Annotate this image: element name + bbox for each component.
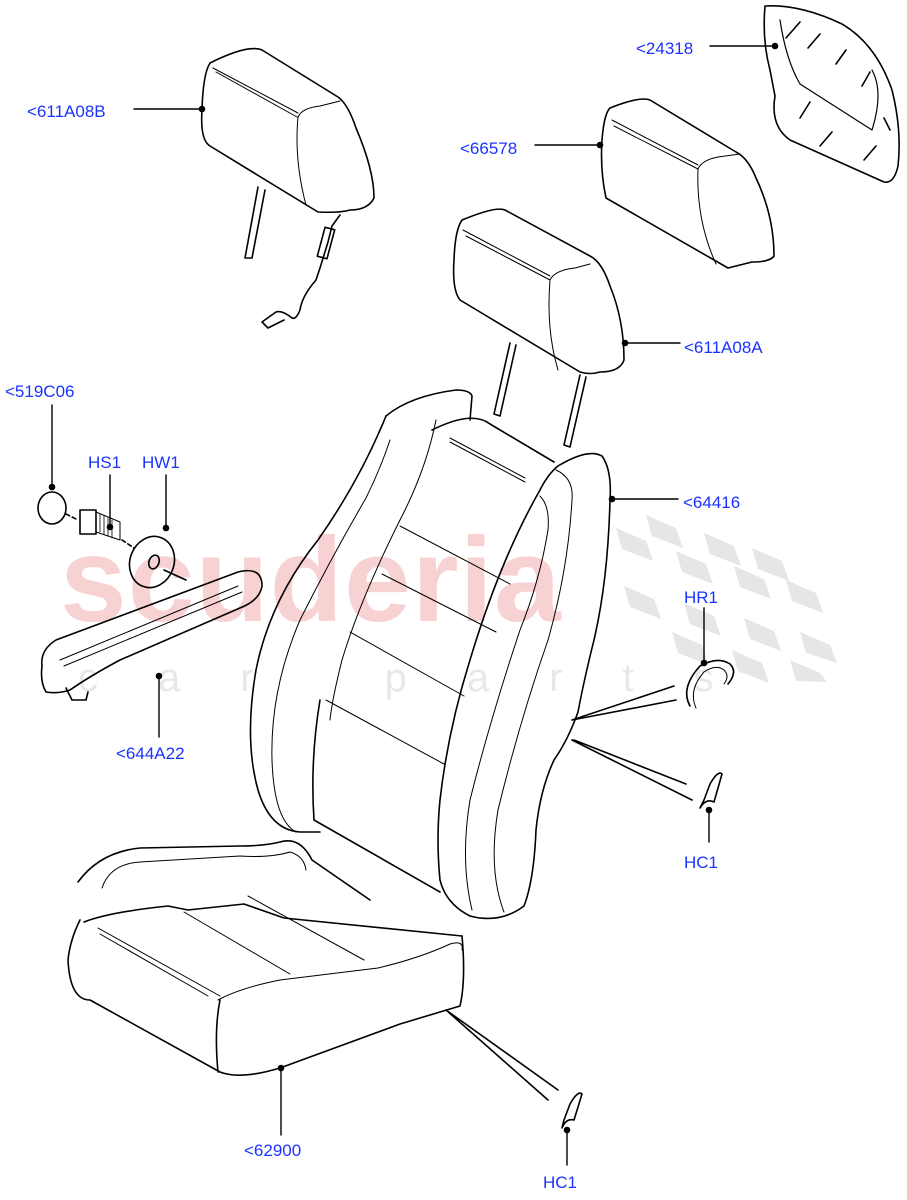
- fastener-set: [37, 491, 187, 589]
- trim-panel-24318: [763, 5, 900, 183]
- callout-64416[interactable]: <64416: [683, 493, 741, 512]
- callout-HS1[interactable]: HS1: [88, 453, 122, 472]
- head-restraint-611A08A: [452, 208, 625, 448]
- armrest-644A22: [40, 569, 263, 701]
- clip-HC1-bottom: [445, 1009, 583, 1129]
- head-restraint-611A08B: [200, 47, 375, 329]
- callout-611A08A[interactable]: <611A08A: [684, 338, 763, 357]
- seat-back-64416: [249, 389, 612, 920]
- callout-66578[interactable]: <66578: [460, 139, 518, 158]
- callout-644A22[interactable]: <644A22: [116, 744, 185, 763]
- callout-24318[interactable]: <24318: [636, 39, 694, 58]
- leader-lines: [48, 42, 779, 1166]
- head-restraint-cover-66578: [600, 98, 775, 269]
- callout-62900[interactable]: <62900: [244, 1141, 302, 1160]
- checkered-flag-watermark: [616, 515, 837, 683]
- callout-519C06[interactable]: <519C06: [5, 382, 75, 401]
- callout-HC1-right[interactable]: HC1: [684, 853, 719, 872]
- callout-HC1-bottom[interactable]: HC1: [543, 1173, 578, 1192]
- watermark-car-parts: car parts: [78, 656, 774, 700]
- callout-HW1[interactable]: HW1: [142, 453, 180, 472]
- callout-HR1[interactable]: HR1: [684, 588, 719, 607]
- hog-ring-HR1: [571, 659, 735, 721]
- callout-611A08B[interactable]: <611A08B: [27, 102, 106, 121]
- seat-cushion-62900: [67, 840, 465, 1076]
- clip-HC1-right: [571, 739, 723, 809]
